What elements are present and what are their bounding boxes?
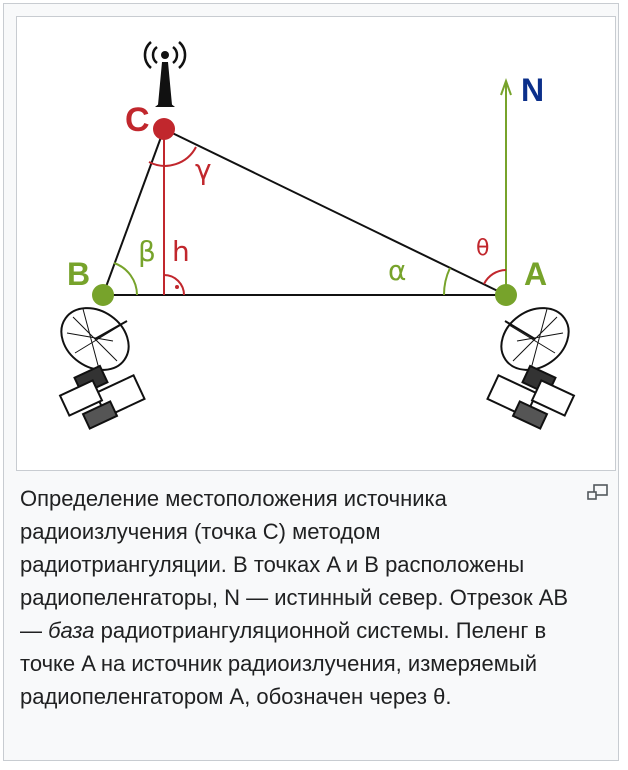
angle-gamma-arc xyxy=(148,146,197,167)
angle-theta-arc xyxy=(483,269,507,285)
label-h: h xyxy=(172,235,190,268)
point-c xyxy=(153,118,175,140)
label-n: N xyxy=(521,72,544,108)
caption-part2: радиотриангуляционной системы. Пеленг в … xyxy=(20,618,547,709)
right-angle-dot xyxy=(175,285,179,289)
label-gamma: γ xyxy=(195,153,212,186)
side-bc xyxy=(102,128,165,296)
diagram-image[interactable]: C B A N h α β γ θ xyxy=(16,16,616,471)
point-b xyxy=(92,284,114,306)
north-arrow-head xyxy=(500,78,512,96)
radar-dish-icon xyxy=(486,307,576,430)
magnify-icon[interactable] xyxy=(587,484,609,502)
caption-text: Определение местоположения источника рад… xyxy=(20,482,586,713)
triangulation-diagram: C B A N h α β γ θ xyxy=(58,41,576,430)
side-ca xyxy=(163,128,507,296)
caption: Определение местоположения источника рад… xyxy=(20,482,586,713)
caption-emph: база xyxy=(48,618,95,643)
label-b: B xyxy=(67,256,90,292)
angle-beta-arc xyxy=(113,262,138,296)
radar-dish-icon xyxy=(58,307,146,430)
point-a xyxy=(495,284,517,306)
label-alpha: α xyxy=(388,254,406,287)
angle-alpha-arc xyxy=(442,267,451,296)
label-c: C xyxy=(125,101,150,139)
label-beta: β xyxy=(138,235,156,268)
right-angle-arc xyxy=(163,274,185,296)
radio-tower-icon xyxy=(143,41,187,107)
label-theta: θ xyxy=(476,236,489,261)
caption-part1: Определение местоположения источника рад… xyxy=(20,486,569,643)
label-a: A xyxy=(524,256,547,292)
thumbnail-frame: C B A N h α β γ θ Определение местополож… xyxy=(3,3,619,761)
